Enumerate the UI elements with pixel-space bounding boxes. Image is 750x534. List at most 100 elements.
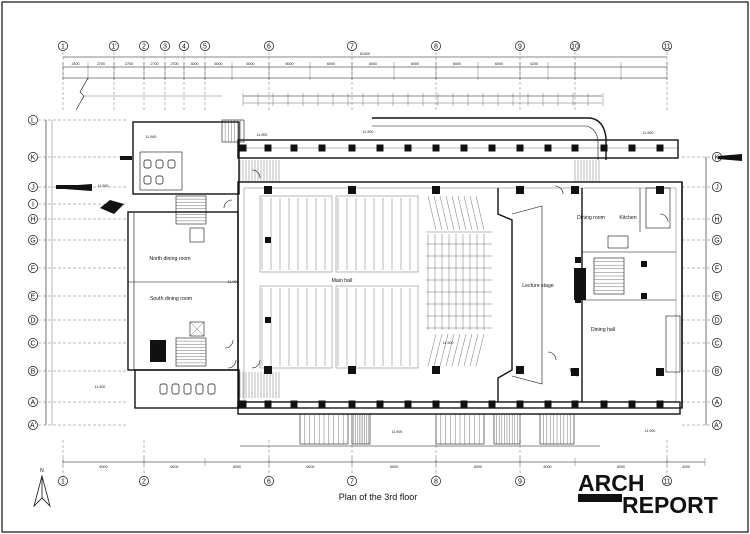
grid-left-5-bubble bbox=[28, 235, 38, 245]
grid-left-11-label: A bbox=[31, 399, 36, 406]
dimension-ticks-hall bbox=[242, 93, 604, 106]
rake-top-7 bbox=[469, 195, 479, 231]
toilet-lower-3 bbox=[195, 383, 204, 395]
dimension-top-7: 6000 bbox=[247, 62, 255, 66]
rake-top-1 bbox=[433, 195, 443, 231]
column-10 bbox=[376, 144, 384, 152]
stair-top-hall bbox=[239, 160, 280, 398]
dimension-top-13: 6000 bbox=[495, 62, 503, 66]
grid-bottom-3-bubble bbox=[347, 476, 357, 486]
toilet-upper-1 bbox=[155, 159, 164, 169]
toilet-lower-4 bbox=[207, 383, 216, 395]
stairs-layer bbox=[175, 119, 625, 445]
rake-top-6 bbox=[463, 195, 473, 231]
grid-right-2-bubble bbox=[712, 214, 722, 224]
dimension-bottom-2: 6000 bbox=[233, 465, 241, 469]
stage-block bbox=[574, 268, 586, 300]
dimension-top-6: 6000 bbox=[215, 62, 223, 66]
column-17 bbox=[460, 400, 468, 408]
grid-right-1-bubble bbox=[712, 182, 722, 192]
grid-top-1-bubble bbox=[109, 41, 119, 51]
grid-top-7-bubble bbox=[347, 41, 357, 51]
room-label-6: South dining room bbox=[150, 296, 192, 302]
column-23 bbox=[544, 400, 552, 408]
grid-top-5-label: 5 bbox=[203, 43, 207, 50]
dimension-top-3: 2700 bbox=[151, 62, 159, 66]
room-label-1: Dining room bbox=[577, 215, 605, 221]
grid-bottom-2-bubble bbox=[264, 476, 274, 486]
dimension-top-5: 3000 bbox=[191, 62, 199, 66]
grid-top-6-bubble bbox=[264, 41, 274, 51]
toilet-upper-3 bbox=[143, 175, 152, 185]
dimension-bottom-4: 6000 bbox=[390, 465, 398, 469]
toilet-fixtures bbox=[143, 159, 629, 395]
grid-right-10-label: A' bbox=[714, 422, 720, 429]
level-label-2: 11.900 bbox=[95, 385, 106, 389]
level-label-5: 11.900 bbox=[392, 430, 403, 434]
dimension-bottom-1: 6000 bbox=[171, 465, 179, 469]
column-27 bbox=[600, 400, 608, 408]
grid-bottom-0-label: 1 bbox=[61, 478, 65, 485]
dimension-bottom-3: 6000 bbox=[307, 465, 315, 469]
grid-right-5-bubble bbox=[712, 291, 722, 301]
column-44 bbox=[265, 237, 271, 243]
column-19 bbox=[488, 400, 496, 408]
grid-bottom-0-bubble bbox=[58, 476, 68, 486]
grid-top-5-bubble bbox=[200, 41, 210, 51]
grid-bottom-5-bubble bbox=[515, 476, 525, 486]
entrance-markers bbox=[56, 154, 742, 214]
grid-right-3-bubble bbox=[712, 235, 722, 245]
grid-right-10-bubble bbox=[712, 420, 722, 430]
rake-bot-2 bbox=[439, 333, 449, 367]
grid-top-8-bubble bbox=[431, 41, 441, 51]
column-6 bbox=[318, 144, 326, 152]
dimension-bottom-5: 6000 bbox=[474, 465, 482, 469]
grid-top-4-label: 4 bbox=[182, 43, 186, 50]
seat-block-1 bbox=[335, 195, 419, 273]
toilet-upper-0 bbox=[143, 159, 152, 169]
column-1 bbox=[239, 400, 247, 408]
column-41 bbox=[656, 368, 664, 376]
elevator-upper bbox=[189, 227, 205, 243]
stair-top-right bbox=[574, 160, 600, 182]
grid-top-9-label: 9 bbox=[518, 43, 522, 50]
dimension-top-12: 6000 bbox=[453, 62, 461, 66]
north-label: N bbox=[40, 468, 44, 474]
grid-top-7-label: 7 bbox=[350, 43, 354, 50]
grid-left-9-bubble bbox=[28, 338, 38, 348]
rake-bot-0 bbox=[427, 333, 437, 367]
grid-left-0-label: L bbox=[31, 117, 35, 124]
grid-top-1-label: 1' bbox=[111, 43, 116, 50]
column-29 bbox=[628, 400, 636, 408]
grid-bottom-3-label: 7 bbox=[350, 478, 354, 485]
grid-right-1-label: J bbox=[715, 184, 719, 191]
column-39 bbox=[516, 366, 524, 374]
grid-left-4-bubble bbox=[28, 214, 38, 224]
grid-top-9-bubble bbox=[515, 41, 525, 51]
grid-left-4-label: H bbox=[30, 216, 35, 223]
grid-left-1-bubble bbox=[28, 152, 38, 162]
column-8 bbox=[348, 144, 356, 152]
dimension-top-11: 6000 bbox=[411, 62, 419, 66]
level-label-6: 11.900 bbox=[146, 135, 157, 139]
toilet-lower-1 bbox=[171, 383, 180, 395]
stair-kitchen bbox=[593, 257, 625, 295]
door-swings bbox=[223, 169, 669, 377]
dimension-bottom-8: 4200 bbox=[682, 465, 690, 469]
level-label-9: 11.900 bbox=[98, 184, 109, 188]
level-labels: 11.90011.90011.90011.90011.90011.90011.9… bbox=[95, 130, 656, 434]
grid-right-8-label: B bbox=[715, 368, 720, 375]
column-26 bbox=[600, 144, 608, 152]
stair-top-corridor bbox=[221, 119, 245, 143]
column-0 bbox=[239, 144, 247, 152]
dimension-top-8: 6000 bbox=[286, 62, 294, 66]
grid-left-3-bubble bbox=[28, 199, 38, 209]
dimension-bottom-6: 6000 bbox=[544, 465, 552, 469]
grid-left-7-bubble bbox=[28, 291, 38, 301]
grid-top-2-label: 2 bbox=[142, 43, 146, 50]
dimension-top-4: 2700 bbox=[171, 62, 179, 66]
rake-top-8 bbox=[475, 195, 485, 231]
